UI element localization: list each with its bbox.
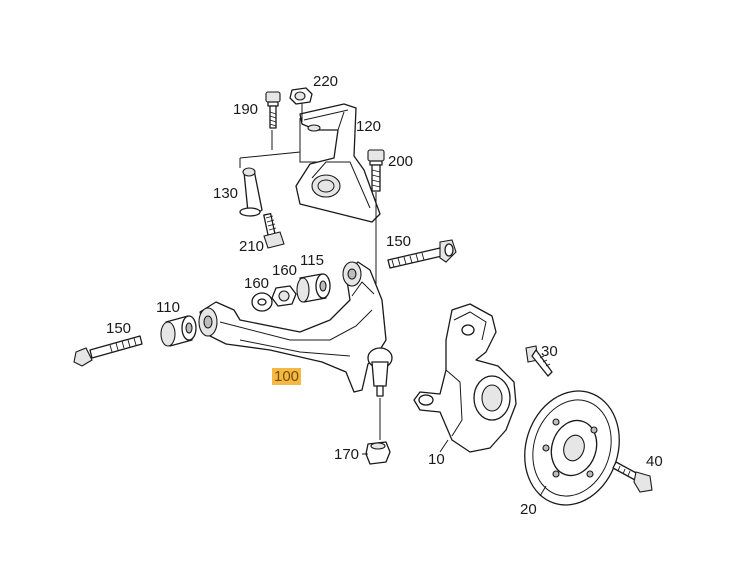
callout-10[interactable]: 10 xyxy=(428,451,445,468)
nut-220-part[interactable] xyxy=(289,87,313,105)
nut-170-part[interactable] xyxy=(365,441,391,465)
mounting-bracket-part[interactable] xyxy=(295,103,381,223)
callout-220[interactable]: 220 xyxy=(313,73,339,90)
leader-bracket-box xyxy=(239,152,318,168)
bolt-150-lower-part[interactable] xyxy=(73,335,143,367)
link-130-part[interactable] xyxy=(239,167,263,217)
control-arm-100-part[interactable] xyxy=(198,261,393,440)
callout-150-upper[interactable]: 150 xyxy=(386,233,412,250)
bolt-210-part[interactable] xyxy=(263,212,285,249)
callout-210[interactable]: 210 xyxy=(239,238,265,255)
bushing-110-part[interactable] xyxy=(160,315,197,347)
leader-10 xyxy=(439,439,449,453)
callout-200[interactable]: 200 xyxy=(388,153,414,170)
washer-160-part[interactable] xyxy=(251,292,273,312)
callout-130[interactable]: 130 xyxy=(213,185,239,202)
leader-20 xyxy=(539,485,547,497)
callout-160-washer[interactable]: 160 xyxy=(244,275,270,292)
callout-40[interactable]: 40 xyxy=(646,453,663,470)
bolt-150-upper-part[interactable] xyxy=(387,239,457,269)
callout-100-selected[interactable]: 100 xyxy=(272,368,302,385)
callout-30[interactable]: 30 xyxy=(541,343,558,360)
brake-disc-20-part[interactable] xyxy=(510,379,633,518)
callout-20[interactable]: 20 xyxy=(520,501,537,518)
callout-115[interactable]: 115 xyxy=(300,252,324,269)
bolt-200-part[interactable] xyxy=(367,149,385,340)
bushing-115-part[interactable] xyxy=(296,273,331,303)
callout-150-lower[interactable]: 150 xyxy=(106,320,132,337)
callout-110[interactable]: 110 xyxy=(156,299,180,316)
wheel-stud-30-part[interactable] xyxy=(525,345,553,377)
steering-knuckle-10-part[interactable] xyxy=(413,303,517,453)
nut-160-part[interactable] xyxy=(271,285,297,307)
callout-190[interactable]: 190 xyxy=(233,101,259,118)
bolt-40-part[interactable] xyxy=(612,461,653,493)
callout-120[interactable]: 120 xyxy=(356,118,382,135)
callout-160-nut[interactable]: 160 xyxy=(272,262,298,279)
bolt-190-part[interactable] xyxy=(265,91,281,129)
callout-170[interactable]: 170 xyxy=(334,446,360,463)
